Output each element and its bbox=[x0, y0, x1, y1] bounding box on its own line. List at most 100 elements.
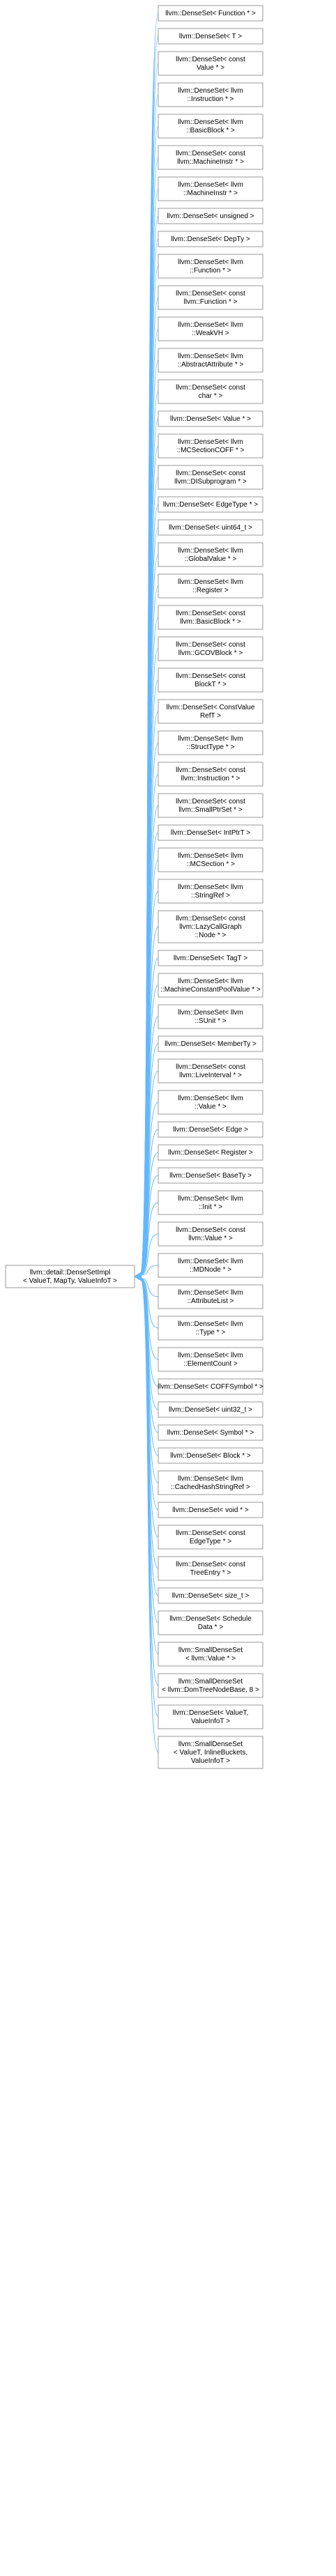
class-node[interactable]: llvm::DenseSet< llvm::MDNode * > bbox=[158, 1253, 264, 1278]
class-box bbox=[158, 847, 264, 872]
class-box bbox=[158, 1736, 264, 1769]
class-label: < llvm::Value * > bbox=[185, 1655, 236, 1663]
class-label: llvm::DenseSet< const bbox=[176, 766, 245, 774]
class-node[interactable]: llvm::DenseSet< llvm::SUnit * > bbox=[158, 1004, 264, 1029]
class-label: llvm::DenseSet< COFFSymbol * > bbox=[158, 1383, 264, 1391]
class-node[interactable]: llvm::DenseSet< IntPtrT > bbox=[158, 824, 264, 841]
class-node[interactable]: llvm::SmallDenseSet< llvm::DomTreeNodeBa… bbox=[158, 1673, 264, 1698]
class-box bbox=[158, 824, 264, 841]
class-node[interactable]: llvm::DenseSet< llvm::WeakVH > bbox=[158, 316, 264, 341]
class-node[interactable]: llvm::DenseSet< void * > bbox=[158, 1502, 264, 1518]
class-node[interactable]: llvm::DenseSet< llvm::StructType * > bbox=[158, 730, 264, 755]
class-box bbox=[158, 1035, 264, 1052]
class-node[interactable]: llvm::DenseSet< Register > bbox=[158, 1144, 264, 1161]
class-node[interactable]: llvm::DenseSet< llvm::AbstractAttribute … bbox=[158, 348, 264, 373]
class-node[interactable]: llvm::DenseSet< llvm::Register > bbox=[158, 573, 264, 599]
inheritance-edge bbox=[140, 1175, 159, 1275]
class-node[interactable]: llvm::SmallDenseSet< llvm::Value * > bbox=[158, 1642, 264, 1667]
class-node[interactable]: llvm::DenseSet< llvm::Value * > bbox=[158, 1090, 264, 1115]
class-box bbox=[158, 1316, 264, 1341]
class-node[interactable]: llvm::DenseSet< constllvm::MachineInstr … bbox=[158, 145, 264, 170]
class-label: BlockT * > bbox=[194, 681, 227, 688]
class-node[interactable]: llvm::DenseSet< llvm::MachineConstantPoo… bbox=[158, 973, 264, 998]
class-node[interactable]: llvm::DenseSet< Block * > bbox=[158, 1447, 264, 1464]
class-node[interactable]: llvm::DenseSet< llvm::StringRef > bbox=[158, 879, 264, 904]
class-box bbox=[158, 1253, 264, 1278]
class-box bbox=[158, 1144, 264, 1161]
class-node[interactable]: llvm::DenseSet< Value * > bbox=[158, 410, 264, 427]
class-label: llvm::SmallDenseSet bbox=[178, 1678, 243, 1686]
class-node[interactable]: llvm::DenseSet< llvm::MCSectionCOFF * > bbox=[158, 433, 264, 458]
class-node[interactable]: llvm::DenseSet< constllvm::LiveInterval … bbox=[158, 1058, 264, 1083]
class-box bbox=[158, 762, 264, 787]
class-box bbox=[158, 1221, 264, 1247]
edge-arrowhead bbox=[133, 1276, 142, 1281]
class-box bbox=[158, 176, 264, 201]
class-label: llvm::DenseSet< llvm bbox=[178, 852, 243, 860]
class-label: ::Type * > bbox=[196, 1329, 226, 1336]
class-label: llvm::DenseSet< EdgeType * > bbox=[163, 501, 258, 509]
class-node[interactable]: llvm::DenseSet< T > bbox=[158, 28, 264, 45]
class-label: ::GlobalValue * > bbox=[185, 555, 237, 563]
class-node[interactable]: llvm::DenseSet< llvm::ElementCount > bbox=[158, 1347, 264, 1372]
class-node[interactable]: llvm::DenseSet< TagT > bbox=[158, 950, 264, 966]
class-label: llvm::DenseSet< Edge > bbox=[173, 1126, 248, 1134]
class-node[interactable]: llvm::DenseSet< BaseTy > bbox=[158, 1167, 264, 1184]
class-label: ::SUnit * > bbox=[194, 1017, 226, 1025]
class-node[interactable]: llvm::DenseSet< constllvm::LazyCallGraph… bbox=[158, 910, 264, 943]
class-node[interactable]: llvm::DenseSet< Function * > bbox=[158, 5, 264, 22]
class-node[interactable]: llvm::DenseSet< llvm::AttributeList > bbox=[158, 1284, 264, 1309]
class-box bbox=[158, 1447, 264, 1464]
class-label: TreeEntry * > bbox=[190, 1569, 231, 1577]
class-node[interactable]: llvm::DenseSet< llvm::Init * > bbox=[158, 1190, 264, 1215]
class-node[interactable]: llvm::DenseSet< constllvm::DISubprogram … bbox=[158, 465, 264, 490]
class-box bbox=[158, 699, 264, 724]
class-node[interactable]: llvm::DenseSet< uint32_t > bbox=[158, 1401, 264, 1418]
class-node[interactable]: llvm::DenseSet< size_t > bbox=[158, 1587, 264, 1604]
class-node[interactable]: llvm::DenseSet< unsigned > bbox=[158, 208, 264, 224]
class-node[interactable]: llvm::DenseSet< COFFSymbol * > bbox=[158, 1378, 264, 1395]
class-node[interactable]: llvm::DenseSet< llvm::Type * > bbox=[158, 1316, 264, 1341]
base-class-node[interactable]: llvm::detail::DenseSetImpl < ValueT, Map… bbox=[5, 1265, 135, 1288]
base-class-line-2: < ValueT, MapTy, ValueInfoT > bbox=[23, 1277, 117, 1285]
class-node[interactable]: llvm::DenseSet< llvm::MCSection * > bbox=[158, 847, 264, 872]
class-box bbox=[158, 1470, 264, 1495]
class-node[interactable]: llvm::DenseSet< llvm::BasicBlock * > bbox=[158, 114, 264, 139]
class-node[interactable]: llvm::DenseSet< uint64_t > bbox=[158, 519, 264, 536]
class-label: llvm::DenseSet< const bbox=[176, 1226, 245, 1234]
class-box bbox=[158, 433, 264, 458]
class-node[interactable]: llvm::SmallDenseSet< ValueT, InlineBucke… bbox=[158, 1736, 264, 1769]
class-box bbox=[158, 1502, 264, 1518]
class-label: llvm::DenseSet< ConstValue bbox=[167, 704, 255, 711]
class-node[interactable]: llvm::DenseSet< EdgeType * > bbox=[158, 496, 264, 513]
class-node[interactable]: llvm::DenseSet< llvm::GlobalValue * > bbox=[158, 542, 264, 567]
class-box bbox=[158, 636, 264, 661]
class-label: ::StructType * > bbox=[187, 743, 235, 751]
class-label: llvm::DenseSet< Value * > bbox=[170, 415, 251, 423]
class-node[interactable]: llvm::DenseSet< llvm::Instruction * > bbox=[158, 82, 264, 107]
inheritance-edge bbox=[140, 1278, 159, 1329]
class-node[interactable]: llvm::DenseSet< llvm::MachineInstr * > bbox=[158, 176, 264, 201]
class-node[interactable]: llvm::DenseSet< DepTy > bbox=[158, 231, 264, 247]
class-node[interactable]: llvm::DenseSet< Edge > bbox=[158, 1121, 264, 1138]
class-node[interactable]: llvm::DenseSet< MemberTy > bbox=[158, 1035, 264, 1052]
class-node[interactable]: llvm::DenseSet< llvm::Function * > bbox=[158, 254, 264, 279]
class-label: llvm::DenseSet< TagT > bbox=[174, 955, 248, 962]
class-node[interactable]: llvm::DenseSet< llvm::CachedHashStringRe… bbox=[158, 1470, 264, 1495]
class-node[interactable]: llvm::DenseSet< ValueT,ValueInfoT > bbox=[158, 1704, 264, 1729]
class-box bbox=[158, 1090, 264, 1115]
class-node[interactable]: llvm::DenseSet< Symbol * > bbox=[158, 1424, 264, 1441]
